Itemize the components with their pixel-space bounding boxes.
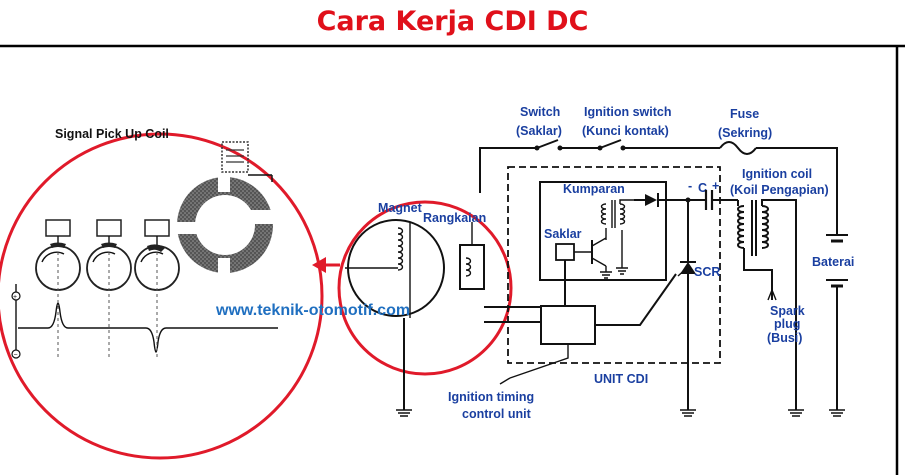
capacitor-plus: + bbox=[712, 179, 719, 193]
rotor-positions bbox=[35, 219, 180, 291]
baterai-label: Baterai bbox=[812, 255, 854, 269]
spark-plug-label-2: plug bbox=[774, 317, 800, 331]
timing-unit-label: Ignition timing bbox=[448, 390, 534, 404]
scr-icon bbox=[677, 200, 696, 410]
arrow-left-icon bbox=[312, 257, 340, 273]
kumparan-label: Kumparan bbox=[563, 182, 625, 196]
pulse-waveform: + − bbox=[11, 252, 278, 359]
switch-label: Switch bbox=[520, 105, 560, 119]
diode-icon bbox=[634, 193, 706, 207]
spark-plug-label-1: Spark bbox=[770, 304, 805, 318]
ignition-coil-icon bbox=[737, 199, 797, 410]
timing-control-unit bbox=[540, 305, 596, 345]
saklar-label: Saklar bbox=[544, 227, 582, 241]
website-watermark: www.teknik-otomotif.com bbox=[215, 302, 410, 319]
ignition-switch-sublabel: (Kunci kontak) bbox=[582, 124, 669, 138]
rangkaian-label: Rangkaian bbox=[423, 211, 486, 225]
kumparan-coil bbox=[600, 199, 634, 240]
signal-pickup-coil-label: Signal Pick Up Coil bbox=[55, 127, 169, 141]
svg-text:+: + bbox=[13, 294, 17, 301]
switch-sublabel: (Saklar) bbox=[516, 124, 562, 138]
ignition-coil-sublabel: (Koil Pengapian) bbox=[730, 183, 829, 197]
fuse-label: Fuse bbox=[730, 107, 759, 121]
transistor-icon bbox=[555, 230, 628, 306]
magnet-label: Magnet bbox=[378, 201, 423, 215]
supply-wiring bbox=[479, 139, 838, 235]
capacitor-icon bbox=[685, 190, 738, 210]
magnet-rotor bbox=[345, 219, 485, 318]
page-title: Cara Kerja CDI DC bbox=[316, 6, 589, 37]
cdi-unit-box bbox=[507, 166, 721, 364]
kumparan-box bbox=[539, 181, 667, 281]
capacitor-minus: - bbox=[688, 179, 692, 193]
ignition-coil-label: Ignition coil bbox=[742, 167, 812, 181]
frame bbox=[0, 44, 905, 475]
ignition-switch-label: Ignition switch bbox=[584, 105, 672, 119]
svg-text:−: − bbox=[14, 352, 18, 359]
timing-unit-sublabel: control unit bbox=[462, 407, 532, 421]
rotor-ring bbox=[175, 141, 276, 278]
ground-icon bbox=[396, 409, 845, 417]
fuse-sublabel: (Sekring) bbox=[718, 126, 772, 140]
pickup-detail-circle bbox=[0, 132, 324, 460]
capacitor-label: C bbox=[698, 181, 707, 195]
spark-plug-label-3: (Busi) bbox=[767, 331, 802, 345]
scr-label: SCR bbox=[694, 265, 720, 279]
magnet-circle bbox=[337, 200, 513, 376]
unit-cdi-label: UNIT CDI bbox=[594, 372, 648, 386]
battery-icon bbox=[826, 234, 848, 410]
